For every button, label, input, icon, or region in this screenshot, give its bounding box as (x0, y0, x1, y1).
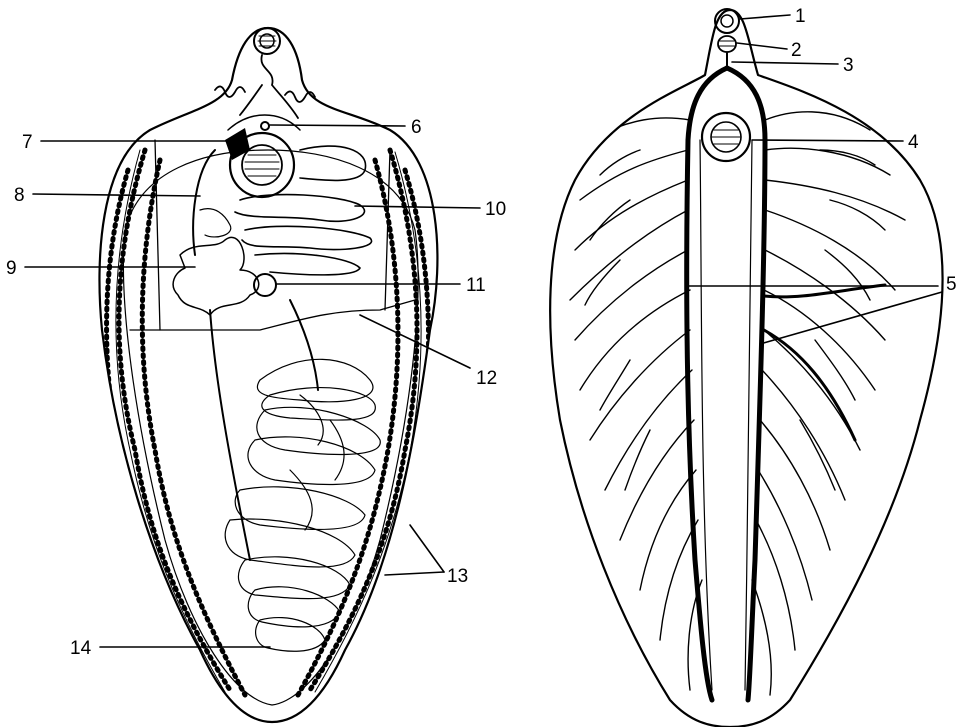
label-12: 12 (476, 368, 497, 389)
label-1: 1 (795, 6, 806, 27)
left-pharynx (240, 55, 298, 118)
label-10: 10 (485, 199, 506, 220)
left-genital-pore (225, 128, 250, 160)
left-oral-sucker (254, 28, 280, 54)
label-13: 13 (447, 566, 468, 587)
left-vitellaria (107, 150, 429, 700)
right-caecum-left (687, 68, 727, 700)
label-6: 6 (411, 117, 422, 138)
leader-13a (385, 572, 444, 575)
leader-6 (270, 125, 405, 126)
left-ovary (173, 237, 259, 315)
left-wavy-sac (215, 86, 315, 102)
label-9: 9 (6, 258, 17, 279)
left-testes-loops (235, 146, 372, 275)
leader-8 (33, 194, 200, 196)
label-7: 7 (22, 132, 33, 153)
label-14: 14 (70, 638, 92, 659)
label-2: 2 (791, 40, 802, 61)
leader-1 (740, 15, 790, 19)
label-3: 3 (843, 55, 854, 76)
leader-10 (355, 206, 480, 208)
label-5: 5 (946, 274, 957, 295)
leader-4 (752, 140, 903, 141)
left-oootype (254, 274, 276, 296)
leader-2 (737, 43, 787, 49)
left-duct (193, 150, 215, 255)
right-specimen (550, 9, 943, 727)
right-pharynx (718, 36, 736, 52)
right-ventral-sucker (702, 113, 750, 161)
leader-5b (760, 292, 942, 344)
leader-13b (410, 525, 444, 572)
label-4: 4 (908, 132, 919, 153)
label-11: 11 (466, 275, 486, 296)
leader-3 (732, 62, 838, 64)
left-inner-margin (123, 150, 418, 705)
label-8: 8 (14, 185, 25, 206)
left-specimen (99, 28, 437, 722)
labels: 1 2 3 4 5 6 7 8 9 10 11 12 13 14 (6, 6, 957, 659)
